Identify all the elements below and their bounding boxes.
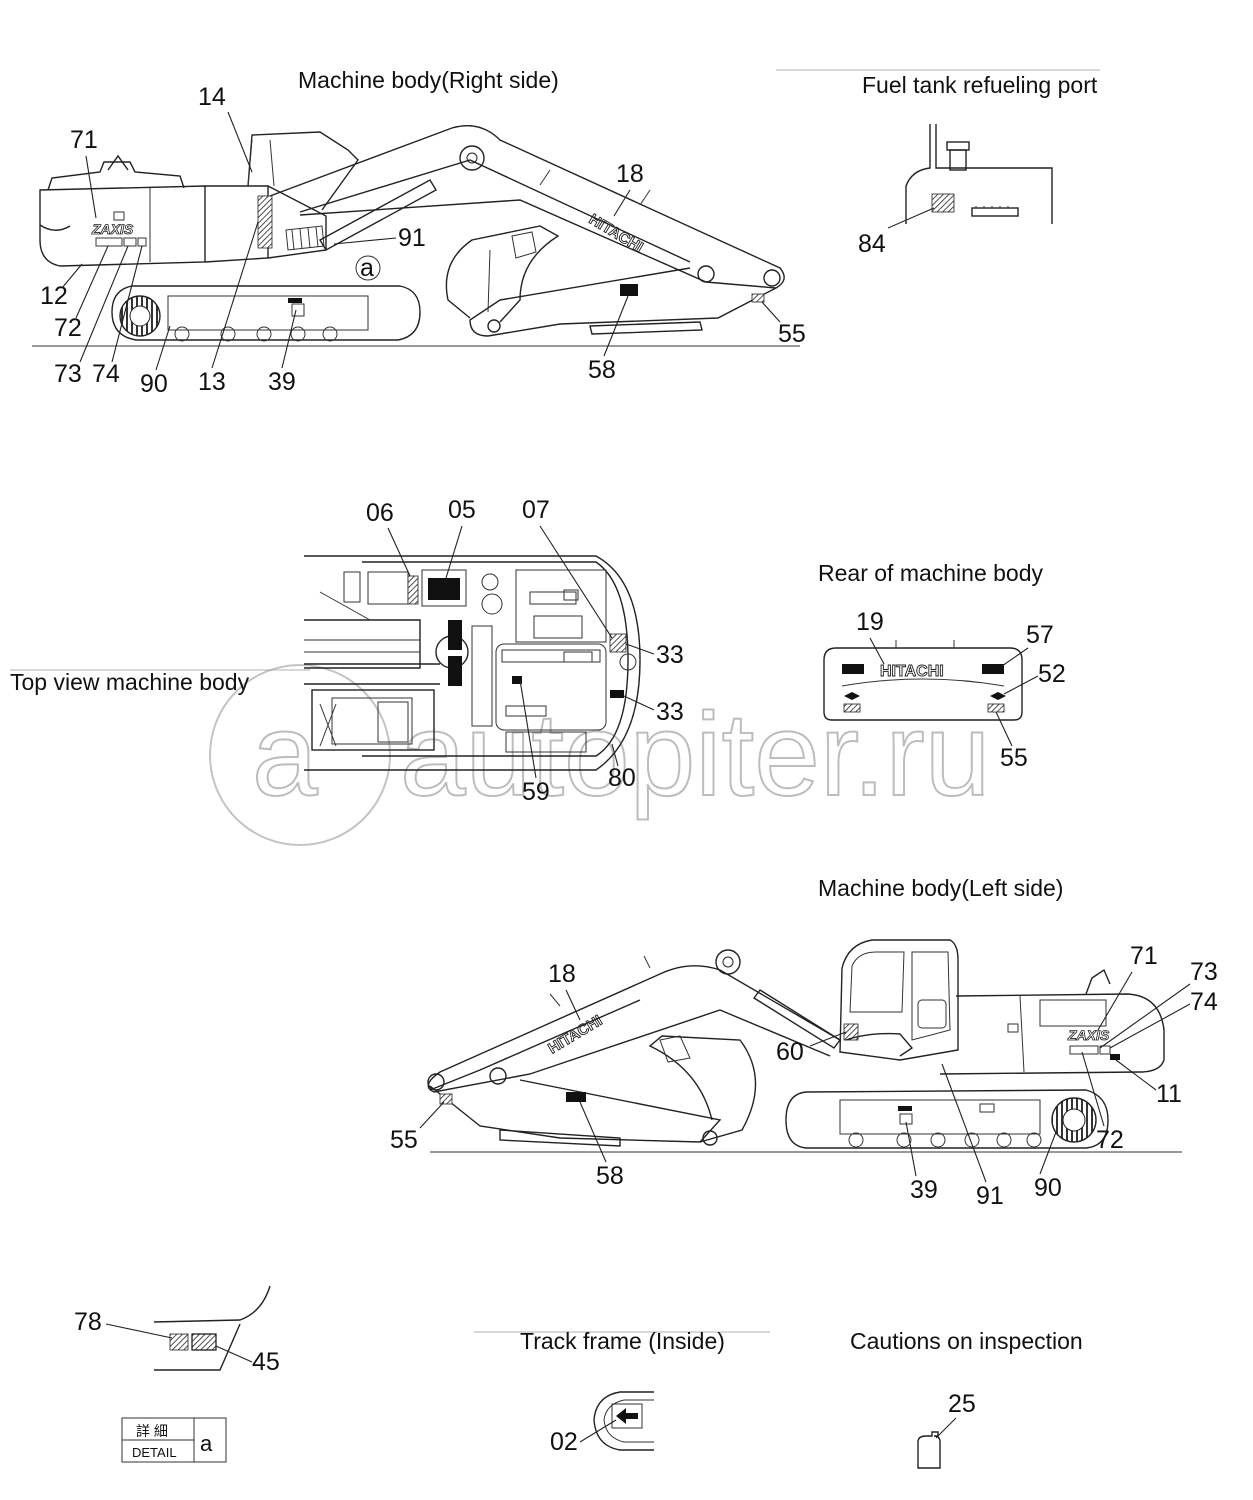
detail-a-view: 78 45 詳 細 DETAIL a	[74, 1285, 280, 1463]
cautions-title: Cautions on inspection	[850, 1328, 1083, 1354]
callout-b-19: 19	[856, 608, 884, 636]
top-view-title: Top view machine body	[10, 669, 250, 695]
rear-brand: HITACHI	[880, 663, 944, 680]
right-side-title: Machine body(Right side)	[298, 67, 559, 93]
callout-r-39: 39	[268, 368, 296, 396]
callout-b-57: 57	[1026, 621, 1054, 649]
callout-l-74: 74	[1190, 988, 1218, 1016]
callout-t-05: 05	[448, 496, 476, 524]
callout-d-45: 45	[252, 1348, 280, 1376]
callout-l-39: 39	[910, 1176, 938, 1204]
callout-l-55: 55	[390, 1126, 418, 1154]
callout-r-72: 72	[54, 314, 82, 342]
callout-r-71: 71	[70, 126, 98, 154]
callout-r-74: 74	[92, 360, 120, 388]
track-frame-title: Track frame (Inside)	[520, 1328, 725, 1354]
callout-b-55: 55	[1000, 744, 1028, 772]
right-zaxis-badge: ZAXIS	[91, 221, 134, 237]
callout-t-33b: 33	[656, 698, 684, 726]
callout-b-52: 52	[1038, 660, 1066, 688]
fuel-port-view: Fuel tank refueling port 84	[776, 69, 1100, 258]
callout-l-73: 73	[1190, 958, 1218, 986]
callout-r-55: 55	[778, 320, 806, 348]
callout-r-a: a	[360, 254, 374, 282]
fuel-port-title: Fuel tank refueling port	[862, 72, 1098, 98]
callout-l-11: 11	[1156, 1080, 1182, 1108]
left-side-title: Machine body(Left side)	[818, 875, 1063, 901]
callout-t-80: 80	[608, 764, 636, 792]
callout-r-58: 58	[588, 356, 616, 384]
callout-t-07: 07	[522, 496, 550, 524]
callout-r-13: 13	[198, 368, 226, 396]
callout-c-25: 25	[948, 1390, 976, 1418]
callout-r-18: 18	[616, 160, 644, 188]
left-boom-brand: HITACHI	[545, 1012, 605, 1057]
watermark: a autopiter.ru	[209, 664, 991, 846]
callout-t-33a: 33	[656, 641, 684, 669]
callout-l-58: 58	[596, 1162, 624, 1190]
callout-l-72: 72	[1096, 1126, 1124, 1154]
callout-t-59: 59	[522, 778, 550, 806]
left-zaxis-badge: ZAXIS	[1067, 1027, 1110, 1043]
rear-view: Rear of machine body HITACHI 19 57 52 55	[818, 560, 1066, 772]
detail-kanji: 詳 細	[136, 1423, 168, 1439]
callout-r-91: 91	[398, 224, 426, 252]
rear-view-title: Rear of machine body	[818, 560, 1044, 586]
right-side-view: Machine body(Right side) ZAXIS	[32, 67, 806, 398]
track-frame-view: Track frame (Inside) 02	[474, 1328, 770, 1456]
callout-r-73: 73	[54, 360, 82, 388]
top-view: Top view machine body	[10, 496, 684, 806]
callout-l-91: 91	[976, 1182, 1004, 1210]
callout-l-71: 71	[1130, 942, 1158, 970]
callout-k-02: 02	[550, 1428, 578, 1456]
callout-d-78: 78	[74, 1308, 102, 1336]
detail-label: DETAIL	[132, 1445, 177, 1460]
callout-f-84: 84	[858, 230, 886, 258]
watermark-text: autopiter.ru	[400, 689, 990, 821]
watermark-symbol: a	[252, 689, 318, 821]
callout-l-18: 18	[548, 960, 576, 988]
detail-letter: a	[200, 1431, 213, 1456]
left-side-view: Machine body(Left side) ZAXIS HITACHI	[390, 875, 1218, 1210]
cautions-view: Cautions on inspection 25	[850, 1328, 1083, 1469]
callout-t-06: 06	[366, 499, 394, 527]
callout-l-90: 90	[1034, 1174, 1062, 1202]
callout-l-60: 60	[776, 1038, 804, 1066]
callout-r-14: 14	[198, 83, 226, 111]
callout-r-90: 90	[140, 370, 168, 398]
